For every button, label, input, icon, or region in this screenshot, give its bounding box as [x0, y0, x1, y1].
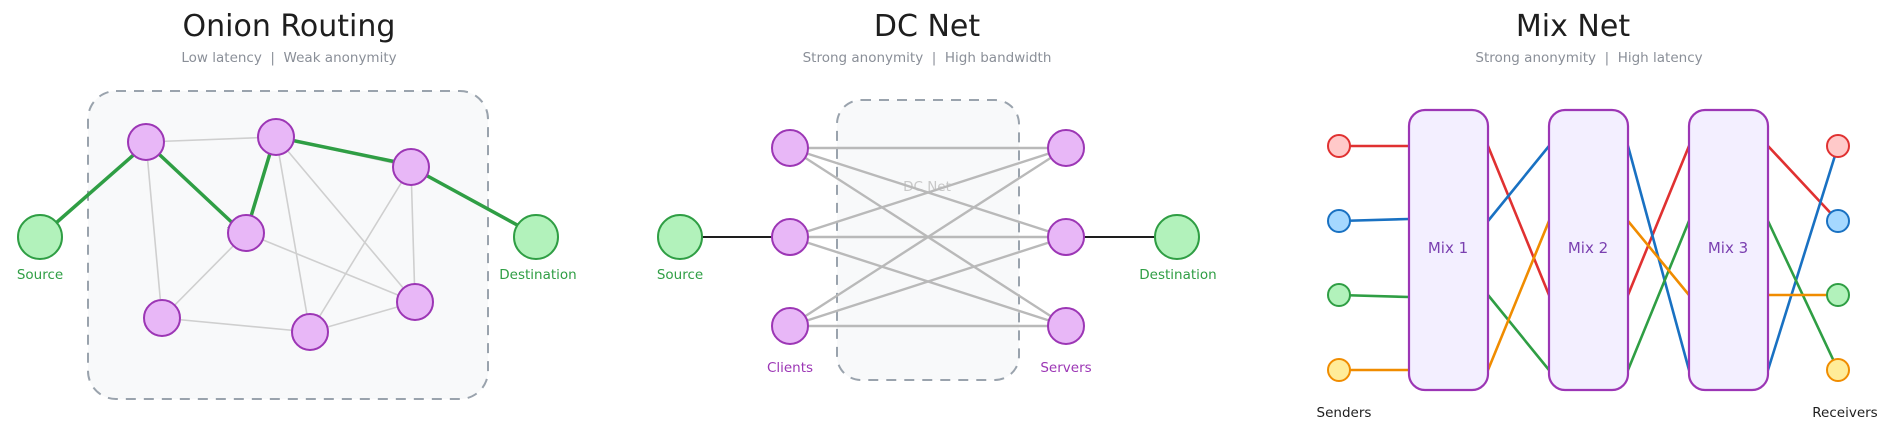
relay-node	[227, 214, 265, 252]
dcnet-subtitle: Strong anonymity | High bandwidth	[803, 50, 1052, 66]
onion-subtitle: Low latency | Weak anonymity	[181, 50, 396, 66]
mixnet-receivers-label: Receivers	[1812, 405, 1877, 421]
relay-node	[396, 283, 434, 321]
onion-routing-panel: Onion Routing Low latency | Weak anonymi…	[17, 9, 577, 400]
client-node	[771, 307, 809, 345]
mix-boxes: Mix 1 Mix 2 Mix 3	[1407, 108, 1770, 392]
onion-relay-nodes	[127, 118, 434, 351]
mixnet-links-2-3	[1626, 144, 1691, 372]
onion-destination-node	[513, 214, 559, 260]
onion-title: Onion Routing	[183, 9, 396, 44]
dcnet-box-label: DC Net	[903, 179, 951, 195]
dcnet-destination-label: Destination	[1139, 267, 1216, 283]
server-node	[1047, 307, 1085, 345]
receiver-node-green	[1826, 283, 1850, 307]
dcnet-server-nodes	[1047, 129, 1085, 345]
sender-node-red	[1327, 134, 1351, 158]
relay-node	[257, 118, 295, 156]
relay-node	[143, 299, 181, 337]
mixnet-subtitle: Strong anonymity | High latency	[1475, 50, 1702, 66]
relay-node	[392, 148, 430, 186]
mixnet-title: Mix Net	[1516, 9, 1630, 44]
mixnet-receivers	[1826, 134, 1850, 382]
mixnet-links-1-2	[1486, 144, 1551, 372]
dcnet-destination-node	[1154, 214, 1200, 260]
mixnet-senders-label: Senders	[1317, 405, 1372, 421]
dc-net-panel: DC Net Strong anonymity | High bandwidth…	[657, 9, 1217, 381]
onion-network-box	[87, 90, 489, 400]
mix-1-label: Mix 1	[1428, 239, 1468, 257]
mixnet-receiver-links	[1766, 144, 1840, 372]
receiver-node-red	[1826, 134, 1850, 158]
dcnet-title: DC Net	[874, 9, 980, 44]
mix-3-label: Mix 3	[1708, 239, 1748, 257]
sender-node-orange	[1327, 358, 1351, 382]
receiver-node-orange	[1826, 358, 1850, 382]
onion-destination-label: Destination	[499, 267, 576, 283]
mix-net-panel: Mix Net Strong anonymity | High latency	[1317, 9, 1878, 421]
server-node	[1047, 129, 1085, 167]
relay-node	[291, 313, 329, 351]
mix-box-2	[1547, 108, 1630, 392]
server-node	[1047, 218, 1085, 256]
relay-node	[127, 123, 165, 161]
dcnet-servers-label: Servers	[1040, 360, 1091, 376]
dcnet-box	[836, 99, 1020, 381]
client-node	[771, 129, 809, 167]
mix-box-3	[1687, 108, 1770, 392]
dcnet-client-nodes	[771, 129, 809, 345]
onion-source-label: Source	[17, 267, 63, 283]
dcnet-source-label: Source	[657, 267, 703, 283]
mixnet-senders	[1327, 134, 1351, 382]
onion-source-node	[17, 214, 63, 260]
mix-2-label: Mix 2	[1568, 239, 1608, 257]
mixnet-sender-links	[1337, 144, 1411, 372]
dcnet-clients-label: Clients	[767, 360, 813, 376]
sender-node-green	[1327, 283, 1351, 307]
dcnet-source-node	[657, 214, 703, 260]
dcnet-edges	[789, 146, 1067, 328]
mix-box-1	[1407, 108, 1490, 392]
client-node	[771, 218, 809, 256]
receiver-node-blue	[1826, 209, 1850, 233]
sender-node-blue	[1327, 209, 1351, 233]
